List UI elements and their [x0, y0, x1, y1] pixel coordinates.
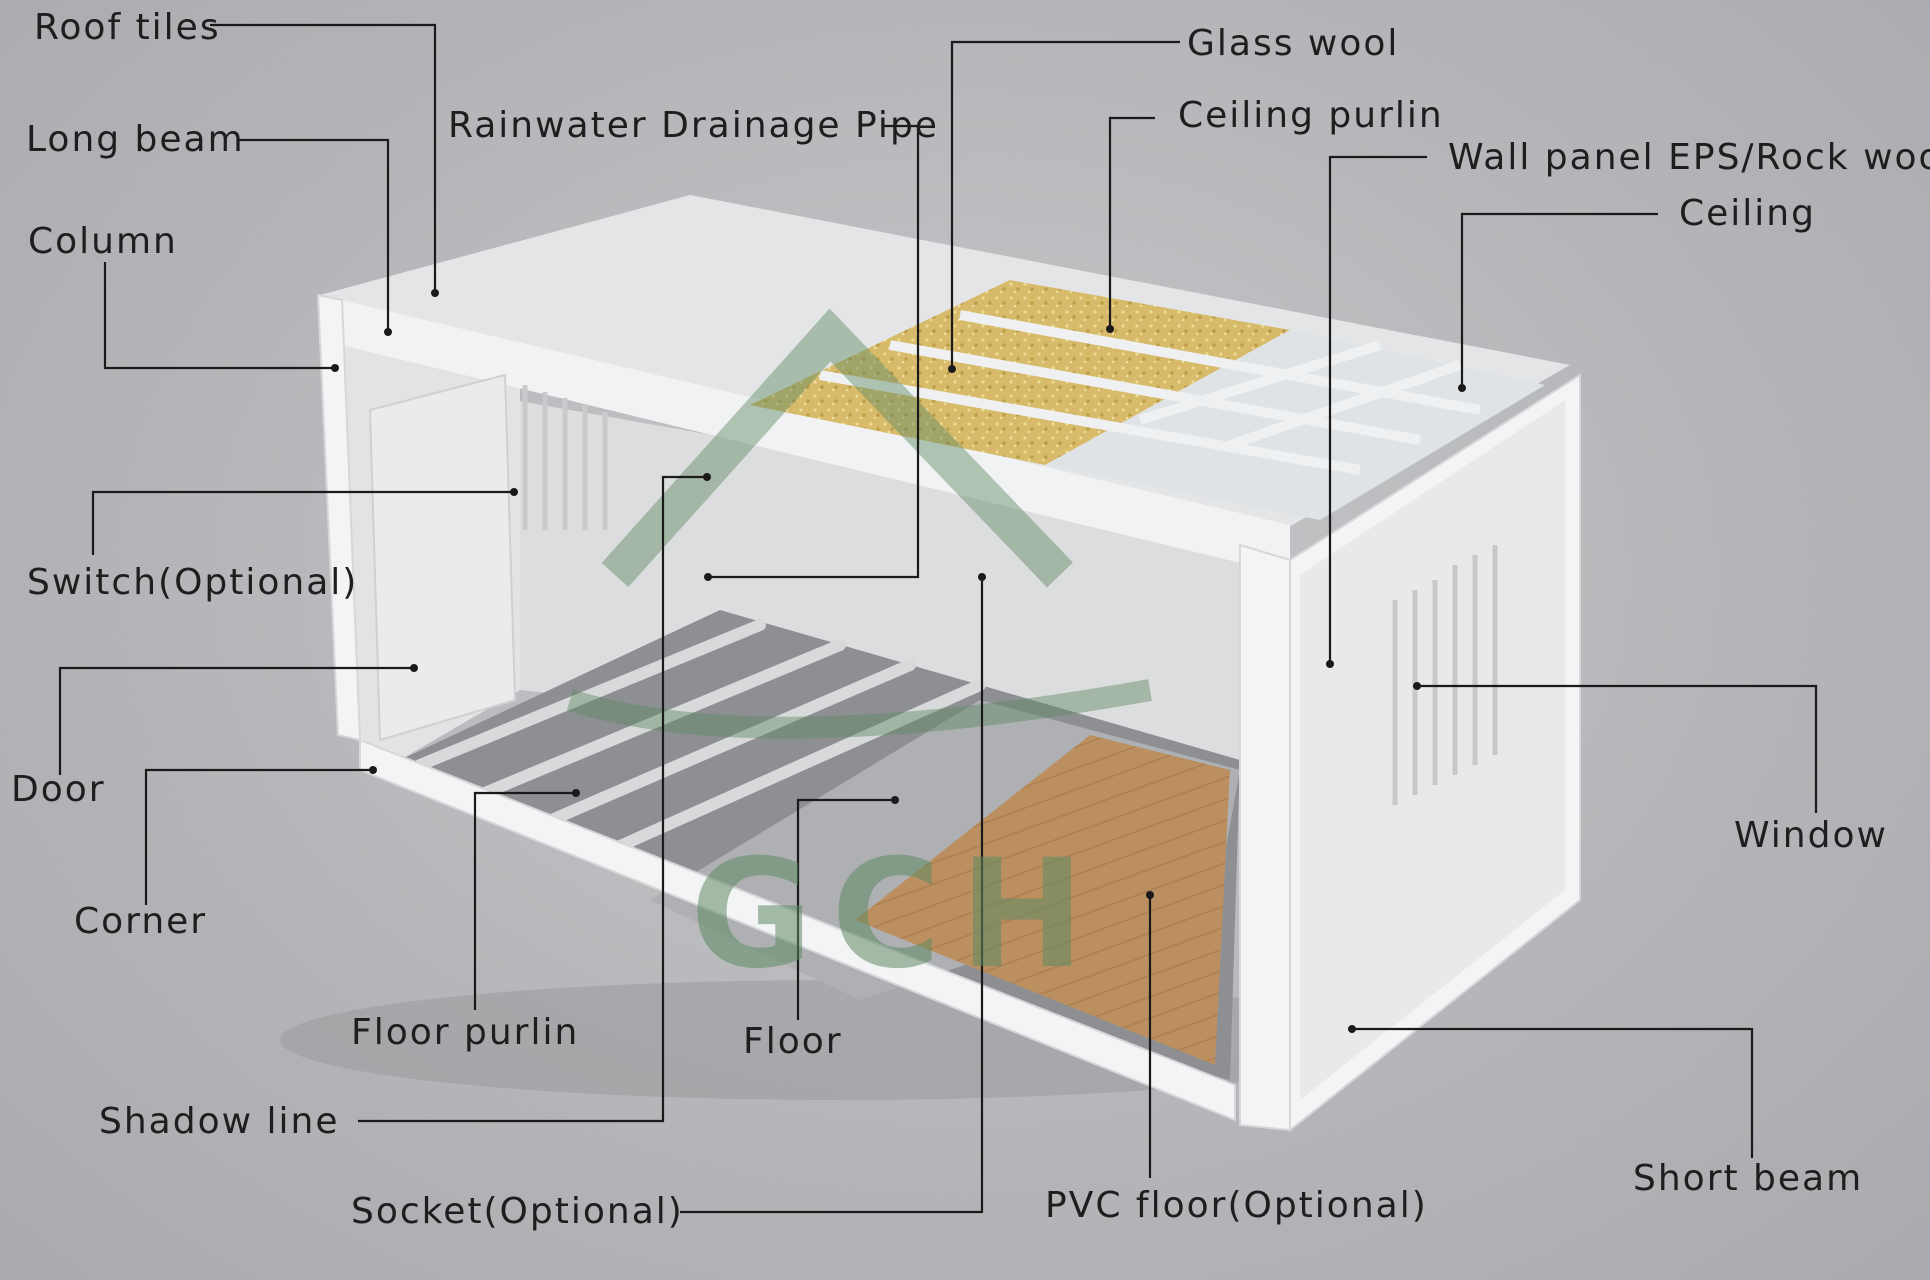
watermark-swoosh: [566, 679, 1152, 739]
label-switch: Switch(Optional): [27, 562, 359, 603]
side-window: [1392, 545, 1498, 805]
label-shadow-line: Shadow line: [99, 1101, 340, 1142]
label-roof-tiles: Roof tiles: [34, 7, 221, 48]
leader-shadow-line: [358, 475, 707, 1123]
label-floor-purlin: Floor purlin: [351, 1012, 580, 1053]
leader-lines: [58, 23, 1818, 1214]
ceiling-purlins: [819, 310, 1481, 475]
label-glass-wool: Glass wool: [1187, 23, 1400, 64]
roof-front-edge: [320, 295, 1290, 575]
label-column: Column: [28, 221, 178, 262]
watermark-text: GCH: [690, 828, 1103, 1002]
leader-glass-wool: [950, 40, 1180, 369]
label-rainwater-pipe: Rainwater Drainage Pipe: [448, 105, 939, 146]
leader-corner: [144, 768, 373, 905]
watermark-logo-mark: [601, 308, 1073, 588]
label-corner: Corner: [74, 901, 208, 942]
label-long-beam: Long beam: [26, 119, 245, 160]
pvc-floor-boards: [855, 735, 1230, 1065]
label-socket: Socket(Optional): [351, 1191, 684, 1232]
leader-ceiling-purlin: [1108, 116, 1155, 329]
leader-column: [103, 262, 335, 370]
leader-rainwater-pipe: [708, 124, 920, 579]
leader-ceiling: [1460, 212, 1658, 388]
leader-switch: [91, 490, 514, 555]
leader-socket: [680, 577, 984, 1214]
label-ceiling-purlin: Ceiling purlin: [1178, 95, 1444, 136]
leader-floor: [796, 798, 895, 1020]
label-door: Door: [11, 769, 106, 810]
label-short-beam: Short beam: [1633, 1158, 1864, 1199]
label-ceiling: Ceiling: [1679, 193, 1816, 234]
leader-endpoints: [331, 289, 1466, 1033]
leader-door: [58, 666, 414, 775]
door-window-louvers: [522, 385, 608, 530]
label-pvc-floor: PVC floor(Optional): [1045, 1185, 1428, 1226]
leader-window: [1417, 684, 1818, 813]
label-wall-panel: Wall panel EPS/Rock wool: [1448, 137, 1930, 178]
label-window: Window: [1734, 815, 1888, 856]
leader-wall-panel: [1328, 155, 1427, 664]
leader-floor-purlin: [473, 791, 576, 1010]
leader-long-beam: [238, 138, 390, 332]
door-panel: [368, 373, 517, 742]
label-floor: Floor: [743, 1021, 843, 1062]
leader-roof-tiles: [210, 23, 437, 292]
leader-short-beam: [1352, 1027, 1754, 1158]
